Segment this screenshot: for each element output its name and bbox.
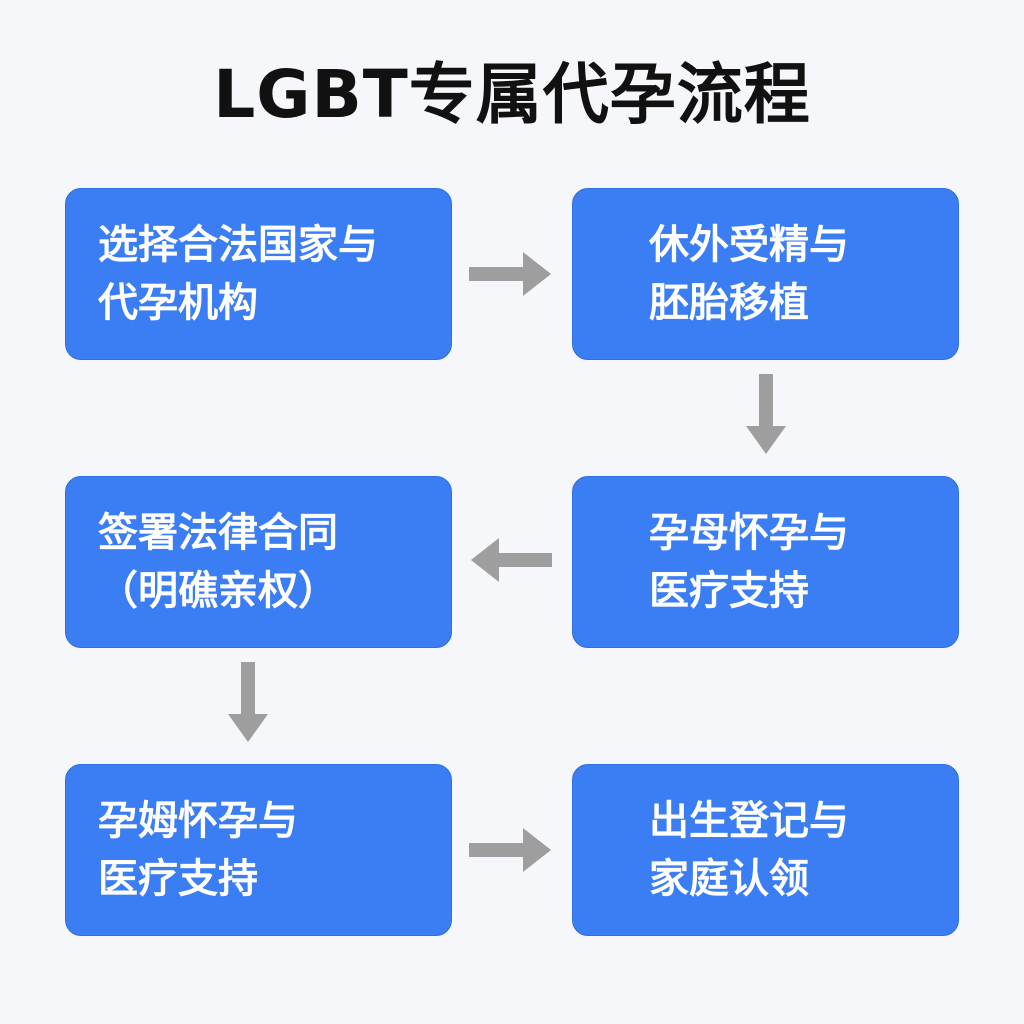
step-box-ivf-embryo-transfer: 休外受精与 胚胎移植 <box>572 188 959 360</box>
step-line-1: 出生登记与 <box>649 798 849 844</box>
step-line-2: 医疗支持 <box>649 568 809 614</box>
step-line-1: 休外受精与 <box>649 222 849 268</box>
step-line-2: 家庭认领 <box>649 856 809 902</box>
step-box-birth-registration: 出生登记与 家庭认领 <box>572 764 959 936</box>
step-line-1: 选择合法国家与 <box>98 222 378 268</box>
step-line-2: 医疗支持 <box>98 856 258 902</box>
step-box-surrogate-pregnancy-care: 孕母怀孕与 医疗支持 <box>572 476 959 648</box>
step-line-1: 签署法律合同 <box>98 510 338 556</box>
step-line-2: 代孕机构 <box>98 280 258 326</box>
arrow-down-icon <box>746 374 786 454</box>
arrow-right-icon <box>469 252 551 296</box>
step-box-pregnancy-medical-support: 孕姆怀孕与 医疗支持 <box>65 764 452 936</box>
arrow-right-icon <box>469 828 551 872</box>
step-box-sign-legal-contract: 签署法律合同 （明礁亲权） <box>65 476 452 648</box>
diagram-title: LGBT专属代孕流程 <box>213 56 811 133</box>
step-line-1: 孕姆怀孕与 <box>98 798 298 844</box>
step-box-choose-country-agency: 选择合法国家与 代孕机构 <box>65 188 452 360</box>
step-line-1: 孕母怀孕与 <box>649 510 849 556</box>
arrow-left-icon <box>471 538 552 582</box>
step-line-2: 胚胎移植 <box>649 280 809 326</box>
step-line-2: （明礁亲权） <box>98 568 338 614</box>
arrow-down-icon <box>228 662 268 742</box>
